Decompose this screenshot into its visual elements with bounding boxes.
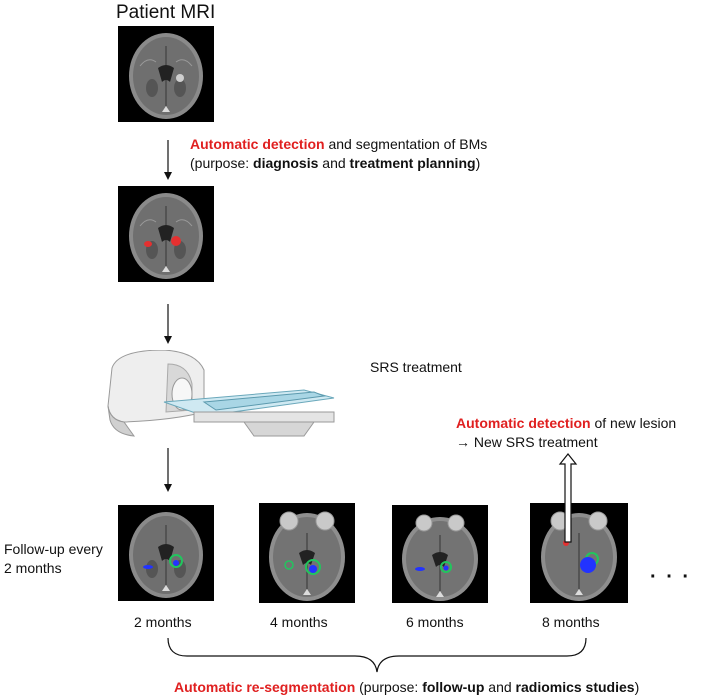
detection-caption: Automatic detection and segmentation of … [190, 135, 487, 173]
detection-rest: and segmentation of BMs [324, 136, 488, 152]
arrow-down-1 [164, 140, 172, 180]
purpose-treatment-planning: treatment planning [349, 155, 476, 171]
followup-label: Follow-up every 2 months [4, 540, 103, 578]
timepoint-label-6: 6 months [406, 614, 464, 630]
srs-machine-icon [107, 350, 335, 437]
bottom-radiomics: radiomics studies [515, 679, 635, 695]
bottom-followup: follow-up [422, 679, 485, 695]
detection-highlight: Automatic detection [190, 136, 325, 152]
purpose-and: and [318, 155, 350, 171]
mri-scan-4-months [259, 503, 355, 603]
mri-scan-2-months [118, 505, 214, 601]
timepoint-label-4: 4 months [270, 614, 328, 630]
purpose-close: ) [475, 155, 481, 171]
timepoint-label-8: 8 months [542, 614, 600, 630]
resegmentation-caption: Automatic re-segmentation (purpose: foll… [174, 678, 639, 697]
mri-scan-6-months [392, 505, 488, 603]
page-title: Patient MRI [116, 2, 216, 23]
new-lesion-caption: Automatic detection of new lesion → New … [456, 414, 676, 452]
srs-treatment-label: SRS treatment [370, 359, 462, 375]
bottom-purpose-open: (purpose: [355, 679, 423, 695]
followup-line2: 2 months [4, 560, 62, 576]
new-lesion-rest: of new lesion [590, 415, 677, 431]
grouping-brace [167, 637, 587, 673]
arrow-down-3 [164, 448, 172, 492]
bottom-and: and [484, 679, 516, 695]
mri-scan-initial [118, 26, 214, 122]
mri-scan-8-months [530, 503, 628, 603]
arrow-up-hollow [558, 453, 578, 543]
new-treatment-line: → New SRS treatment [456, 434, 598, 450]
arrow-down-2 [164, 304, 172, 344]
new-lesion-highlight: Automatic detection [456, 415, 591, 431]
followup-line1: Follow-up every [4, 541, 103, 557]
timepoint-label-2: 2 months [134, 614, 192, 630]
resegmentation-highlight: Automatic re-segmentation [174, 679, 356, 695]
bottom-purpose-close: ) [634, 679, 640, 695]
more-timepoints-ellipsis: · · · [650, 566, 692, 588]
mri-scan-segmented [118, 186, 214, 282]
purpose-open: (purpose: [190, 155, 254, 171]
purpose-diagnosis: diagnosis [253, 155, 319, 171]
